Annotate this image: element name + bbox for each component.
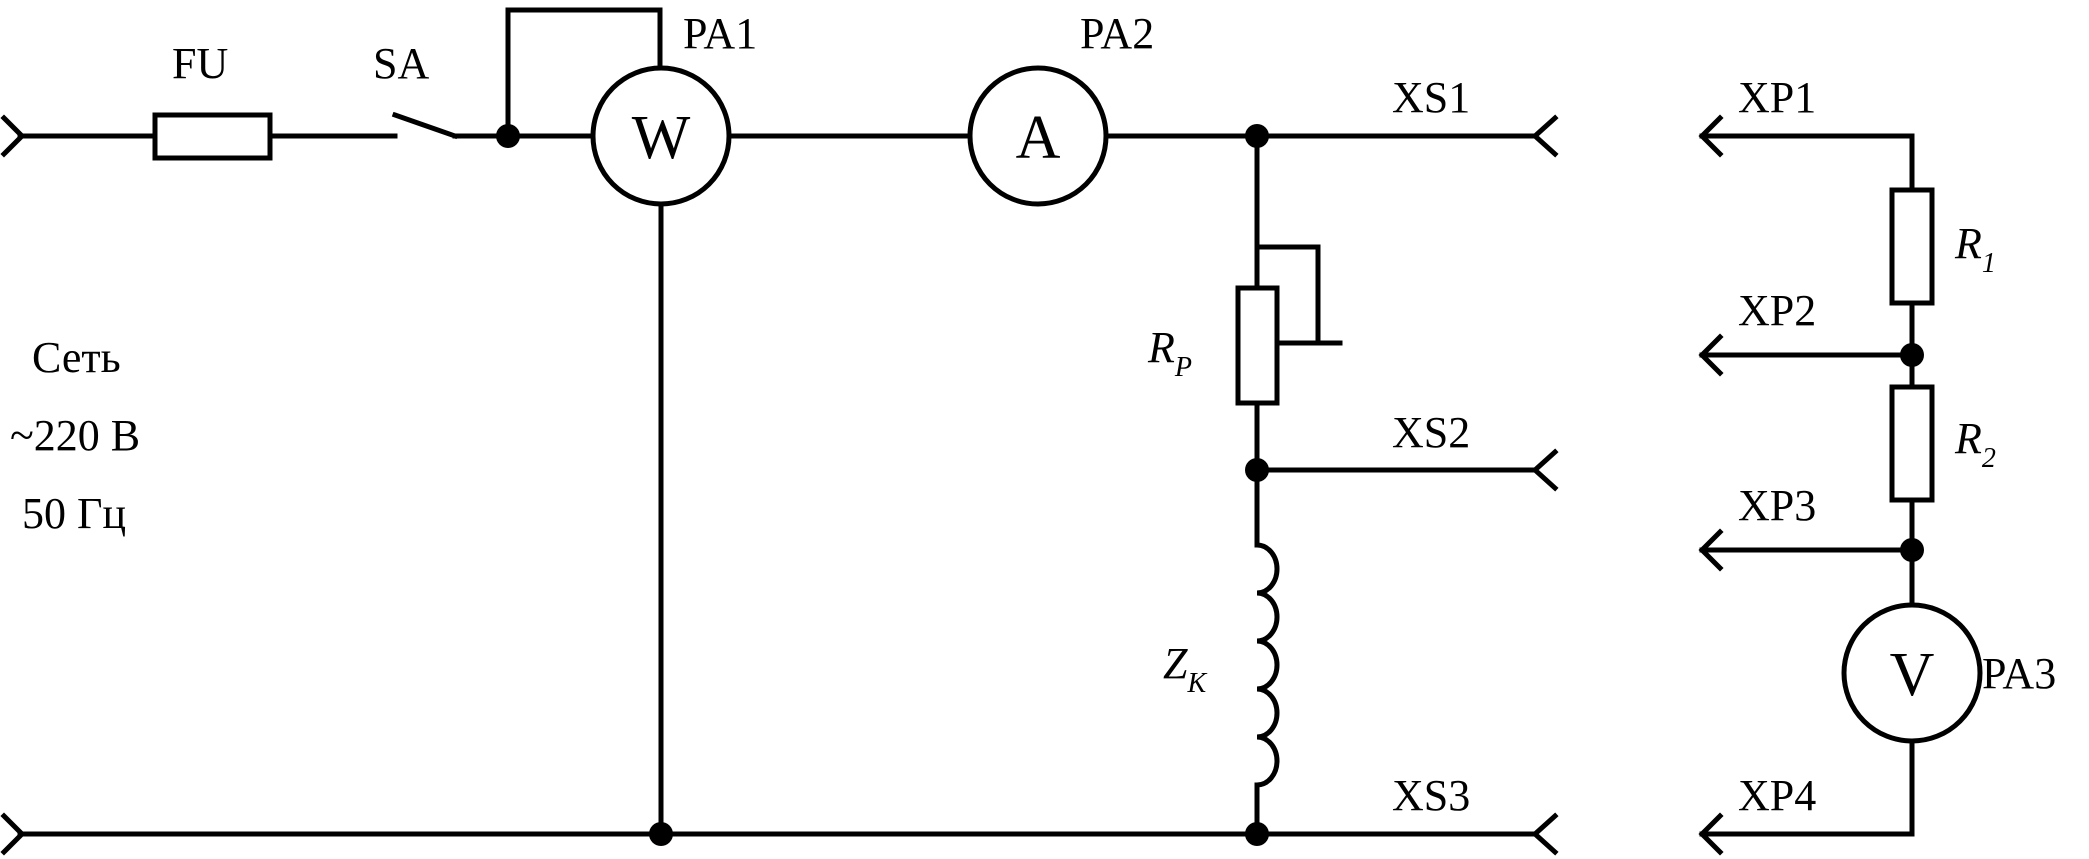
- socket-xs1-label: XS1: [1392, 73, 1470, 122]
- plug-xp1-label: XP1: [1738, 73, 1816, 122]
- plug-xp4: [1698, 812, 1724, 856]
- r2-label: R2: [1954, 414, 1996, 474]
- source-label-voltage: ~220 В: [10, 411, 140, 460]
- wire: [1699, 738, 1915, 837]
- ammeter: A: [967, 65, 1109, 207]
- voltmeter-label: PA3: [1982, 649, 2056, 698]
- plug-xp3-label: XP3: [1738, 481, 1816, 530]
- junction-dot: [1245, 822, 1269, 846]
- output-socket-xs2: [1531, 448, 1559, 492]
- socket-xs2-label: XS2: [1392, 408, 1470, 457]
- fuse: [152, 112, 273, 161]
- wattmeter-voltage-loop: [505, 7, 663, 139]
- rheostat: [1235, 285, 1280, 406]
- coil: [1254, 542, 1280, 788]
- output-socket-xs1: [1531, 114, 1559, 158]
- coil-label-sub: K: [1186, 668, 1207, 699]
- plug-xp4-label: XP4: [1738, 771, 1816, 820]
- plug-xp3: [1698, 528, 1724, 572]
- plug-xp2: [1698, 333, 1724, 377]
- resistor-r1: [1889, 187, 1935, 306]
- r2-label-main: R: [1954, 414, 1982, 463]
- r2-label-sub: 2: [1982, 443, 1996, 474]
- coil-label: ZK: [1163, 639, 1207, 699]
- junction-dot: [649, 822, 673, 846]
- switch-label: SA: [373, 39, 429, 88]
- rheostat-slider: [1254, 244, 1321, 346]
- source-label-network: Сеть: [32, 333, 121, 382]
- r1-label-main: R: [1954, 219, 1982, 268]
- switch-blade: [391, 111, 459, 140]
- r1-label: R1: [1954, 219, 1996, 279]
- plug-xp2-label: XP2: [1738, 286, 1816, 335]
- coil-label-main: Z: [1163, 639, 1188, 688]
- wattmeter: W: [590, 65, 732, 207]
- wattmeter-symbol: W: [632, 104, 691, 172]
- voltmeter-symbol: V: [1890, 641, 1935, 709]
- wire: [1699, 133, 1915, 193]
- output-socket-xs3: [1531, 812, 1559, 856]
- voltmeter: V: [1841, 602, 1983, 744]
- r1-label-sub: 1: [1982, 248, 1996, 279]
- ammeter-label: PA2: [1080, 9, 1154, 58]
- socket-xs3-label: XS3: [1392, 771, 1470, 820]
- rheostat-label: RP: [1147, 323, 1192, 383]
- fuse-label: FU: [172, 39, 228, 88]
- source-label-frequency: 50 Гц: [22, 489, 126, 538]
- rheostat-label-main: R: [1147, 323, 1175, 372]
- resistor-r2: [1889, 384, 1935, 503]
- ammeter-symbol: A: [1016, 104, 1061, 172]
- wattmeter-label: PA1: [683, 9, 757, 58]
- rheostat-label-sub: P: [1174, 352, 1192, 383]
